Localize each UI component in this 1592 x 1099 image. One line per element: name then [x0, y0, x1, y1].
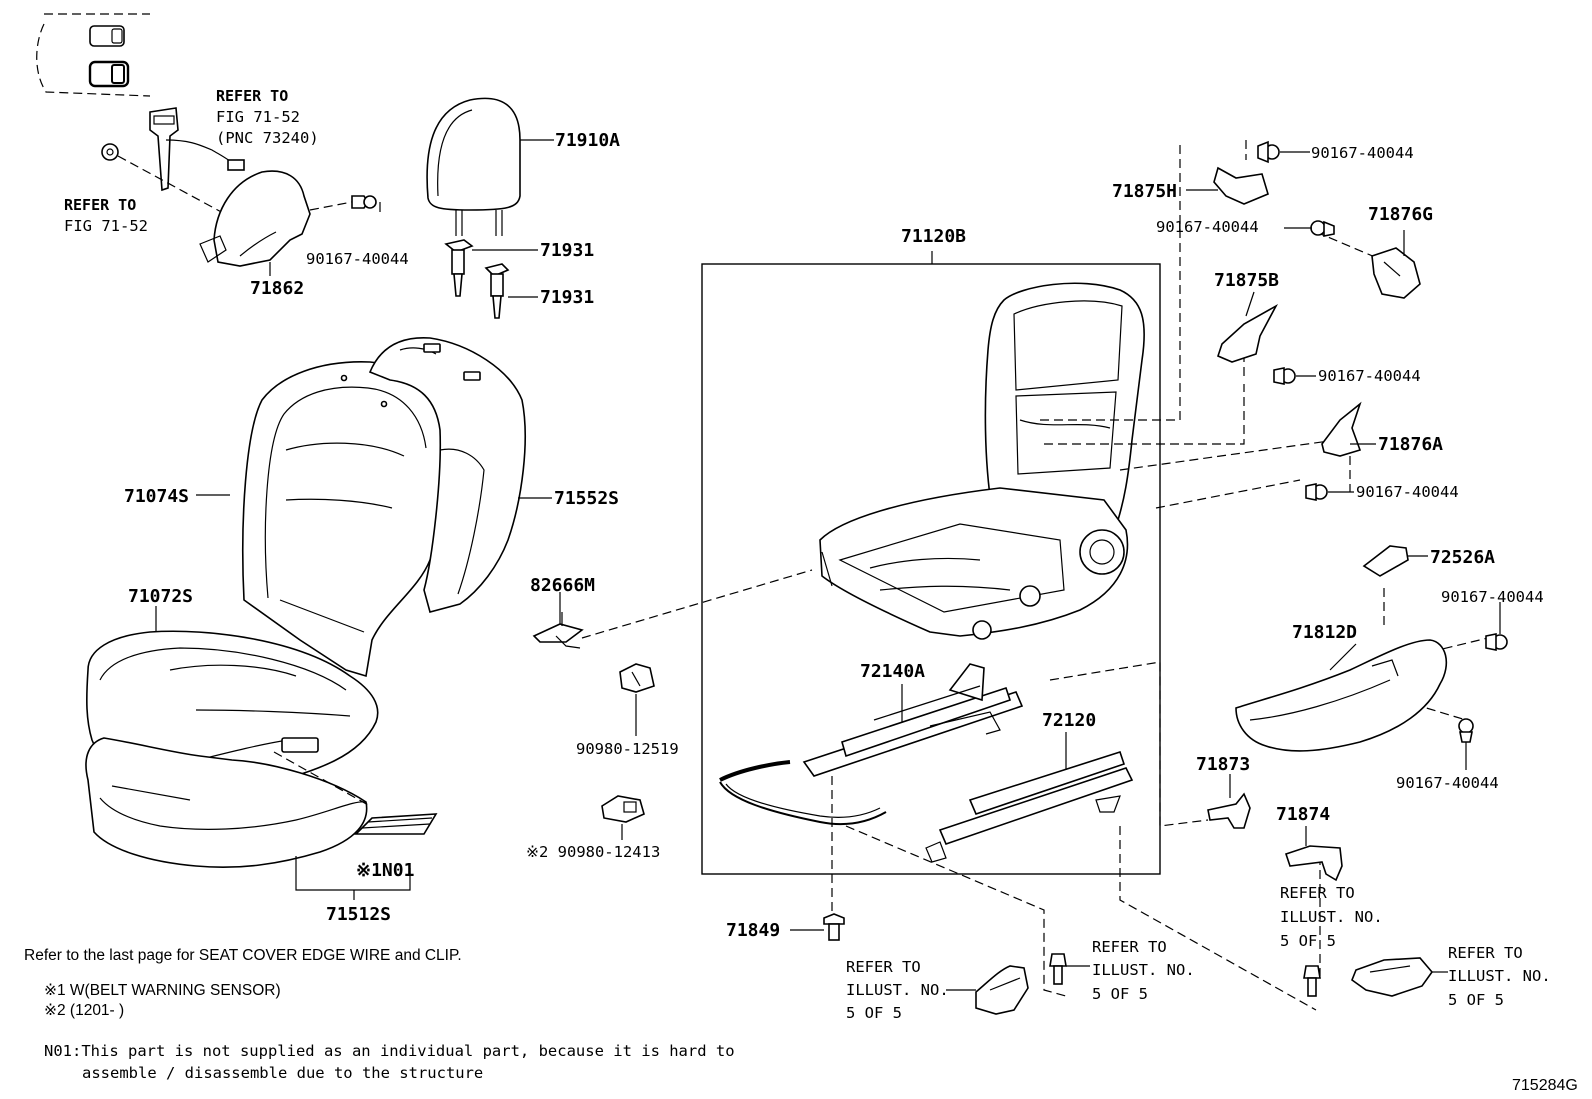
label-71849: 71849: [726, 920, 780, 941]
label-71875H: 71875H: [1112, 181, 1177, 202]
figure-number: 715284G: [1512, 1077, 1578, 1094]
label-90980-12413: ※2 90980-12413: [526, 843, 660, 861]
label-72140A: 72140A: [860, 661, 925, 682]
seat-cushion-pad-71512S-drawing: [85, 737, 371, 868]
label-71862: 71862: [250, 278, 304, 299]
seat-frame-71120B-drawing: [819, 282, 1145, 640]
label-N01: ※1N01: [356, 860, 414, 881]
refer-illust-2-line3: 5 OF 5: [846, 1004, 902, 1022]
note-2: ※2 (1201- ): [44, 1002, 124, 1019]
refer-illust-4-line3: 5 OF 5: [1448, 991, 1504, 1009]
bracket-71875H-drawing: [1213, 140, 1280, 205]
label-71876A: 71876A: [1378, 434, 1443, 455]
connector-82666M-drawing: [532, 592, 584, 649]
label-90980-12519: 90980-12519: [576, 740, 679, 758]
label-71812D: 71812D: [1292, 622, 1357, 643]
note-edge-wire: Refer to the last page for SEAT COVER ED…: [24, 947, 462, 964]
bolts-bottom-drawing: [1049, 953, 1321, 997]
label-90167-40044-6: 90167-40044: [1396, 774, 1499, 792]
seat-track-72140A-drawing: [802, 663, 1024, 777]
label-71876G: 71876G: [1368, 204, 1433, 225]
seat-position-icon: [36, 13, 151, 97]
shield-71812D-drawing: [1235, 633, 1508, 752]
bracket-71875B-drawing: [1217, 303, 1296, 385]
label-71120B: 71120B: [901, 226, 966, 247]
label-90167-40044-2: 90167-40044: [1156, 218, 1259, 236]
label-72526A: 72526A: [1430, 547, 1495, 568]
belt-warning-sensor-N01-drawing: [354, 813, 438, 835]
bracket-71876G-drawing: [1310, 220, 1421, 299]
bracket-71876A-drawing: [1305, 401, 1362, 501]
refer-illust-4-line1: REFER TO: [1448, 944, 1523, 962]
refer-illust-1-line2: ILLUST. NO.: [1280, 908, 1383, 926]
part-71862-drawing: [199, 170, 377, 267]
refer-illust-2-line1: REFER TO: [846, 958, 921, 976]
note-1: ※1 W(BELT WARNING SENSOR): [44, 982, 281, 999]
adjuster-bar-drawing: [719, 760, 887, 826]
label-71931-upper: 71931: [540, 240, 594, 261]
cover-72526A-drawing: [1362, 545, 1409, 577]
seat-track-72120-drawing: [925, 750, 1134, 863]
label-90167-40044-belt: 90167-40044: [306, 250, 409, 268]
connector-90980-12519-drawing: [619, 663, 655, 693]
bolt-71849-drawing: [823, 913, 845, 941]
refer-illust-3-line2: ILLUST. NO.: [1092, 961, 1195, 979]
seat-frame-assembly-box: [701, 263, 1161, 875]
label-71910A: 71910A: [555, 130, 620, 151]
headrest-support-71931-drawing: [444, 239, 510, 319]
cover-bottom-right-drawing: [1351, 957, 1434, 997]
label-71873: 71873: [1196, 754, 1250, 775]
label-71931-lower: 71931: [540, 287, 594, 308]
refer-fig-b-line1: REFER TO: [64, 196, 136, 214]
bracket-71874-drawing: [1284, 845, 1343, 882]
refer-fig-a-line2: FIG 71-52: [216, 108, 300, 126]
headrest-drawing: [426, 97, 521, 236]
label-71512S: 71512S: [326, 904, 391, 925]
seat-back-pad-71552S-drawing: [368, 337, 526, 613]
label-90167-40044-5: 90167-40044: [1441, 588, 1544, 606]
dashed-reference-lines: [581, 140, 1497, 1011]
refer-illust-1-line1: REFER TO: [1280, 884, 1355, 902]
leader-lines: [155, 139, 1501, 991]
label-71072S: 71072S: [128, 586, 193, 607]
label-90167-40044-1: 90167-40044: [1311, 144, 1414, 162]
label-82666M: 82666M: [530, 575, 595, 596]
refer-fig-a-line3: (PNC 73240): [216, 129, 319, 147]
label-71552S: 71552S: [554, 488, 619, 509]
refer-fig-b-line2: FIG 71-52: [64, 217, 148, 235]
refer-illust-2-line2: ILLUST. NO.: [846, 981, 949, 999]
clip-71-52-drawing: [101, 143, 237, 221]
refer-illust-4-line2: ILLUST. NO.: [1448, 967, 1551, 985]
seat-belt-buckle-drawing: [149, 107, 245, 192]
label-90167-40044-4: 90167-40044: [1356, 483, 1459, 501]
label-71074S: 71074S: [124, 486, 189, 507]
label-71875B: 71875B: [1214, 270, 1279, 291]
refer-illust-3-line3: 5 OF 5: [1092, 985, 1148, 1003]
note-N01-line2: assemble / disassemble due to the struct…: [82, 1064, 483, 1082]
cover-bottom-center-drawing: [975, 965, 1029, 1015]
bracket-71873-drawing: [1207, 792, 1251, 829]
label-72120: 72120: [1042, 710, 1096, 731]
label-71874: 71874: [1276, 804, 1330, 825]
refer-illust-1-line3: 5 OF 5: [1280, 932, 1336, 950]
connector-90980-12413-drawing: [601, 795, 645, 823]
label-90167-40044-3: 90167-40044: [1318, 367, 1421, 385]
note-N01-line1: N01:This part is not supplied as an indi…: [44, 1042, 735, 1060]
refer-illust-3-line1: REFER TO: [1092, 938, 1167, 956]
seat-back-cover-71074S-drawing: [242, 361, 445, 678]
refer-fig-a-line1: REFER TO: [216, 87, 288, 105]
